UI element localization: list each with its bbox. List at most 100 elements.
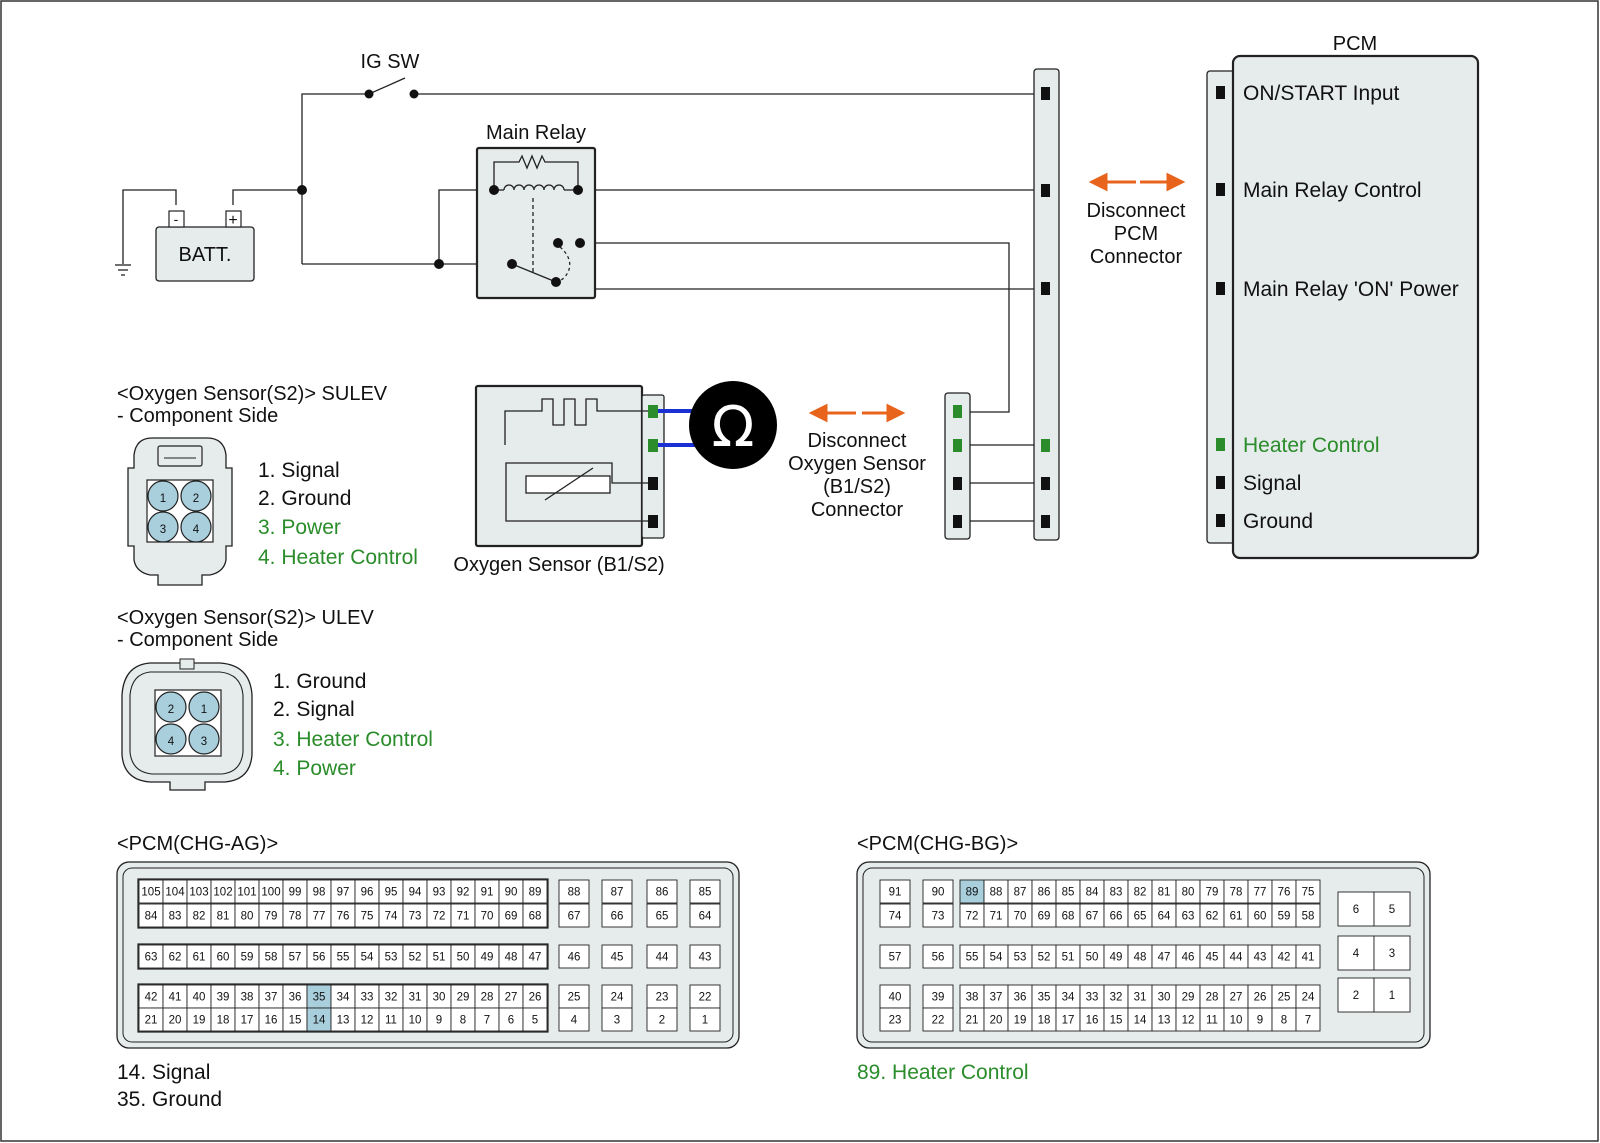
pin-number: 70 — [1014, 911, 1027, 923]
pin-number: 35 — [1038, 992, 1051, 1004]
pin-number: 67 — [568, 911, 581, 923]
pin-cell — [689, 903, 721, 928]
pin-number: 27 — [505, 992, 518, 1004]
pin-number: 85 — [699, 887, 712, 899]
pin-number: 50 — [1086, 952, 1099, 964]
pcm-bg-notes: 89. Heater Control — [857, 1061, 1029, 1084]
pin-cell — [879, 1007, 911, 1032]
pin-cell — [879, 903, 911, 928]
pin-number: 92 — [457, 887, 470, 899]
disconnect-o2-line-1: Disconnect — [808, 430, 907, 452]
pin-number: 63 — [145, 952, 158, 964]
pin-number: 30 — [1158, 992, 1171, 1004]
pin-number: 83 — [169, 911, 182, 923]
ulev-pin-number: 3 — [201, 736, 207, 748]
disconnect-pcm-line-2: PCM — [1114, 223, 1158, 245]
pin-cell — [601, 879, 633, 904]
pin-number: 2 — [1353, 990, 1359, 1002]
pin-number: 79 — [1206, 887, 1219, 899]
ulev-pin-label: 4. Power — [273, 757, 356, 780]
pin-number: 71 — [990, 911, 1003, 923]
main-relay: Main Relay — [475, 122, 597, 300]
pin-number: 35 — [313, 992, 326, 1004]
ulev-pin-number: 1 — [201, 704, 207, 716]
pin-number: 66 — [1110, 911, 1123, 923]
pin-number: 91 — [889, 887, 902, 899]
pin-number: 73 — [409, 911, 422, 923]
pcm-pin-marker — [1216, 514, 1225, 527]
pin-number: 102 — [213, 887, 232, 899]
pin-number: 76 — [337, 911, 350, 923]
pin-number: 16 — [1086, 1015, 1099, 1027]
pin-number: 51 — [433, 952, 446, 964]
pin-cell — [1373, 891, 1411, 927]
pin-number: 74 — [889, 911, 902, 923]
pin-number: 59 — [241, 952, 254, 964]
pin-number: 76 — [1278, 887, 1291, 899]
pin-number: 65 — [656, 911, 669, 923]
pin-number: 53 — [1014, 952, 1027, 964]
pin-number: 39 — [217, 992, 230, 1004]
pin-number: 85 — [1062, 887, 1075, 899]
sulev-pin-number: 2 — [193, 493, 199, 505]
pin-number: 20 — [169, 1015, 182, 1027]
pin-number: 49 — [481, 952, 494, 964]
pin-number: 44 — [656, 952, 669, 964]
pin-number: 34 — [337, 992, 350, 1004]
disconnect-pcm-connector-callout: Disconnect PCM Connector — [1087, 172, 1186, 268]
pin-number: 43 — [699, 952, 712, 964]
pin-number: 61 — [193, 952, 206, 964]
pin-cell — [1337, 891, 1375, 927]
pin-number: 69 — [505, 911, 518, 923]
pin-number: 36 — [289, 992, 302, 1004]
pin-number: 13 — [337, 1015, 350, 1027]
pin-number: 78 — [289, 911, 302, 923]
pin-number: 100 — [261, 887, 280, 899]
pin-number: 103 — [189, 887, 208, 899]
pin-number: 22 — [932, 1015, 945, 1027]
sulev-subtitle: - Component Side — [117, 405, 278, 427]
pcm-pin-label: Ground — [1243, 510, 1313, 533]
pin-number: 1 — [1389, 990, 1395, 1002]
pin-number: 80 — [1182, 887, 1195, 899]
pin-number: 12 — [361, 1015, 374, 1027]
pin-number: 57 — [289, 952, 302, 964]
disconnect-o2-line-2: Oxygen Sensor — [788, 453, 926, 475]
pin-number: 10 — [409, 1015, 422, 1027]
pin-cell — [558, 944, 590, 969]
pin-number: 40 — [193, 992, 206, 1004]
pin-number: 58 — [265, 952, 278, 964]
pin-number: 32 — [1110, 992, 1123, 1004]
pin-number: 27 — [1230, 992, 1243, 1004]
pin-number: 59 — [1278, 911, 1291, 923]
pin-number: 62 — [1206, 911, 1219, 923]
pin-cell — [601, 903, 633, 928]
pin-number: 13 — [1158, 1015, 1171, 1027]
pin-cell — [1295, 879, 1321, 904]
pin-number: 43 — [1254, 952, 1267, 964]
pin-number: 79 — [265, 911, 278, 923]
sulev-pin-label: 3. Power — [258, 516, 341, 539]
pin-number: 41 — [1302, 952, 1315, 964]
pin-number: 88 — [990, 887, 1003, 899]
pin-number: 94 — [409, 887, 422, 899]
pin-number: 97 — [337, 887, 350, 899]
pin-number: 71 — [457, 911, 470, 923]
pin-cell — [922, 903, 954, 928]
pin-number: 78 — [1230, 887, 1243, 899]
battery-positive-terminal — [225, 210, 242, 228]
pin-number: 84 — [1086, 887, 1099, 899]
ulev-subtitle: - Component Side — [117, 629, 278, 651]
pin-number: 82 — [193, 911, 206, 923]
pin-number: 3 — [1389, 948, 1395, 960]
pin-number: 56 — [313, 952, 326, 964]
pin-number: 105 — [141, 887, 160, 899]
pin-number: 50 — [457, 952, 470, 964]
pin-cell — [879, 879, 911, 904]
pin-number: 7 — [484, 1015, 490, 1027]
